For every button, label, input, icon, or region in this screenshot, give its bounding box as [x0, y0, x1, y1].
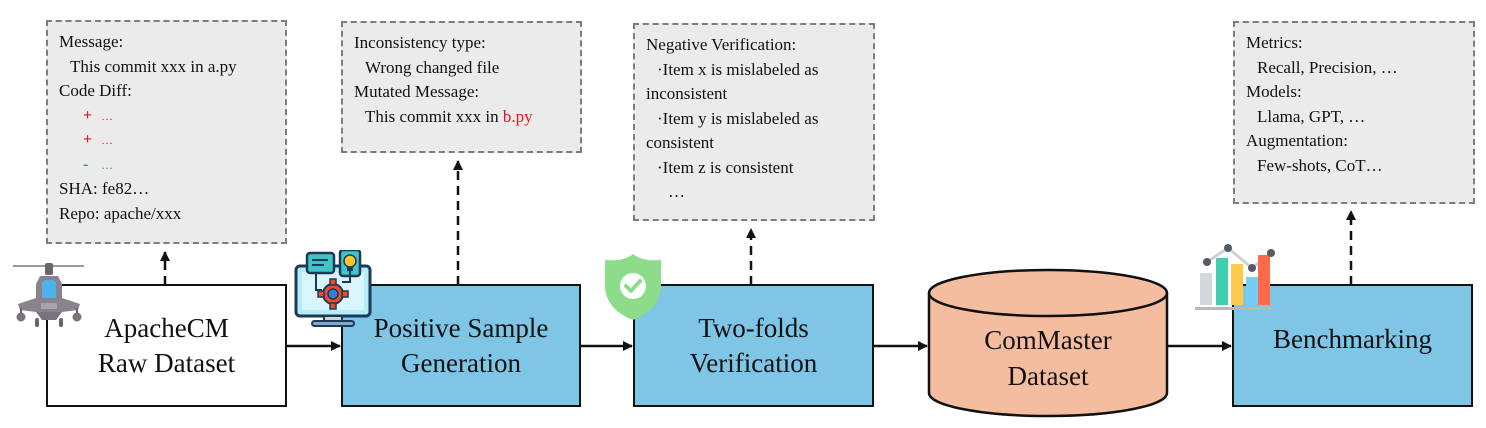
raw-dataset-note: Message: This commit xxx in a.py Code Di…: [46, 20, 287, 244]
plus-sign: +: [83, 131, 93, 148]
negative-verification-title: Negative Verification:: [646, 35, 797, 54]
shield-check-icon: [605, 254, 661, 320]
comaster-dataset-cylinder: [927, 268, 1169, 418]
stage-label-line: ComMaster: [984, 325, 1112, 355]
diff-ellipsis: …: [101, 157, 113, 172]
positive-sample-note: Inconsistency type: Wrong changed file M…: [341, 21, 582, 153]
stage-label-line: ApacheCM: [104, 312, 229, 343]
mutated-message-label: Mutated Message:: [354, 82, 480, 101]
message-label: Message:: [59, 32, 124, 51]
diff-line-removed: -…: [59, 153, 275, 178]
verification-item: ·Item y is mislabeled as: [657, 108, 819, 128]
inconsistency-type-value: Wrong changed file: [365, 57, 500, 77]
verification-item: ·Item z is consistent: [657, 157, 794, 177]
verification-item-wrap: consistent: [646, 133, 714, 152]
metrics-value: Recall, Precision, …: [1257, 57, 1398, 77]
repo-line: Repo: apache/xxx: [59, 203, 182, 223]
mutated-message-value: This commit xxx in b.py: [354, 105, 570, 130]
augmentation-value: Few-shots, CoT…: [1257, 155, 1383, 175]
diff-line-added: +…: [59, 128, 275, 153]
stage-comaster-dataset-label: ComMaster Dataset: [928, 322, 1168, 394]
metrics-label: Metrics:: [1246, 33, 1303, 52]
inconsistency-type-label: Inconsistency type:: [354, 33, 486, 52]
diff-ellipsis: …: [101, 133, 113, 147]
models-value: Llama, GPT, …: [1257, 106, 1366, 126]
stage-two-folds-verification: Two-folds Verification: [633, 284, 874, 407]
minus-sign: -: [83, 155, 89, 173]
helicopter-icon: [13, 263, 84, 327]
stage-raw-dataset: ApacheCM Raw Dataset: [46, 284, 287, 407]
code-diff-label: Code Diff:: [59, 81, 132, 100]
stage-label-line: Positive Sample: [373, 312, 549, 343]
verification-item-wrap: inconsistent: [646, 84, 728, 103]
stage-label-line: Verification: [689, 347, 818, 378]
stage-positive-label: Positive Sample Generation: [374, 311, 549, 381]
bar-line-chart-icon: [1195, 244, 1275, 310]
verification-item: ·Item x is mislabeled as: [657, 59, 819, 79]
message-value: This commit xxx in a.py: [70, 56, 237, 76]
verification-note: Negative Verification: ·Item x is mislab…: [633, 23, 875, 221]
stage-label-line: Two-folds: [698, 312, 809, 343]
verification-more: …: [668, 182, 685, 201]
mutated-message-prefix: This commit xxx in: [365, 106, 503, 126]
mutated-file-name: b.py: [502, 106, 533, 126]
stage-positive-sample-generation: Positive Sample Generation: [341, 284, 581, 407]
benchmark-note: Metrics: Recall, Precision, … Models: Ll…: [1233, 21, 1475, 204]
stage-label-line: Raw Dataset: [97, 347, 236, 378]
stage-benchmarking-label: Benchmarking: [1273, 324, 1432, 354]
diff-line-added: +…: [59, 104, 275, 129]
stage-label-line: Generation: [401, 347, 521, 378]
stage-benchmarking: Benchmarking: [1232, 284, 1473, 407]
diff-ellipsis: …: [101, 108, 113, 123]
models-label: Models:: [1246, 82, 1302, 101]
augmentation-label: Augmentation:: [1246, 131, 1348, 150]
stage-label-line: Dataset: [1007, 361, 1089, 391]
stage-verification-label: Two-folds Verification: [690, 311, 817, 381]
computer-gear-idea-icon: [294, 250, 372, 327]
plus-sign: +: [83, 106, 93, 124]
sha-line: SHA: fe82…: [59, 179, 150, 198]
stage-raw-dataset-label: ApacheCM Raw Dataset: [98, 311, 235, 381]
